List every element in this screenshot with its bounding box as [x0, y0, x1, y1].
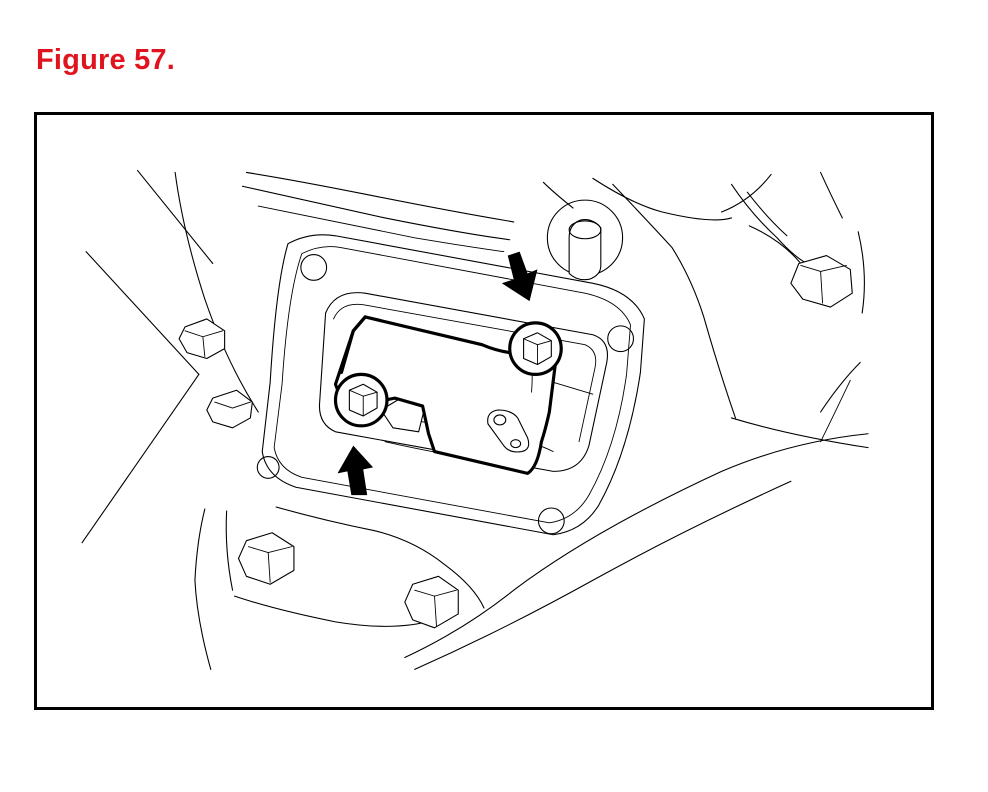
- housing-outline: [81, 169, 869, 670]
- retainer-plate: [333, 315, 559, 475]
- figure-caption: Figure 57.: [36, 44, 175, 76]
- arrow-down-icon: [501, 251, 538, 302]
- engine-cover-illustration: [81, 169, 869, 670]
- arrow-up-icon: [337, 445, 374, 496]
- upper-right-bolt: [508, 321, 563, 376]
- lower-left-bolt: [333, 372, 389, 428]
- figure-frame: [34, 112, 934, 710]
- cover-flange: [256, 234, 645, 536]
